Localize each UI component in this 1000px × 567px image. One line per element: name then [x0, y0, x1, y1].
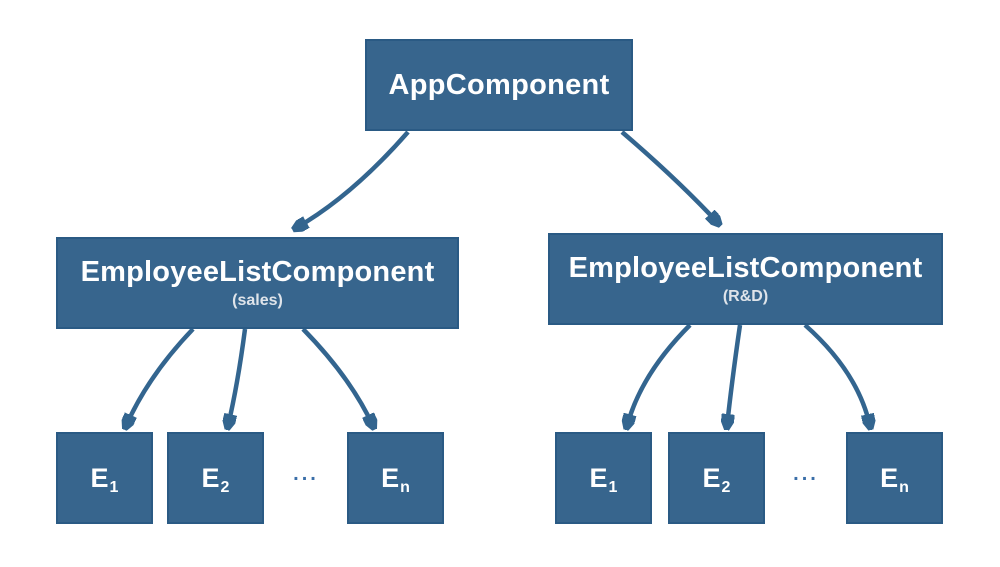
- arrow-sales-to-e2: [228, 328, 248, 426]
- employee-list-rd-label: EmployeeListComponent: [568, 251, 923, 284]
- employee-list-sales-node: EmployeeListComponent (sales): [56, 237, 459, 329]
- arrow-sales-to-en: [301, 327, 373, 426]
- rd-employee-e2-label: E2: [702, 462, 731, 496]
- rd-employee-en-label: En: [880, 462, 909, 496]
- employee-list-sales-label: EmployeeListComponent: [80, 255, 435, 288]
- sales-employee-en-node: En: [347, 432, 444, 524]
- app-component-node: AppComponent: [365, 39, 633, 131]
- arrow-rd-to-e1: [627, 323, 692, 426]
- arrow-app-to-sales-list: [296, 130, 410, 228]
- sales-employee-e2-node: E2: [167, 432, 264, 524]
- employee-list-sales-sublabel: (sales): [232, 291, 283, 309]
- sales-employee-e1-label: E1: [90, 462, 119, 496]
- sales-employee-e2-label: E2: [201, 462, 230, 496]
- employee-list-rd-sublabel: (R&D): [722, 287, 769, 305]
- sales-ellipsis: ...: [293, 463, 319, 485]
- arrow-sales-to-e1: [126, 327, 195, 426]
- rd-employee-e1-label: E1: [589, 462, 618, 496]
- arrow-app-to-rd-list: [620, 130, 718, 223]
- sales-employee-e1-node: E1: [56, 432, 153, 524]
- arrow-rd-to-e2: [727, 324, 743, 426]
- rd-employee-e1-node: E1: [555, 432, 652, 524]
- arrow-rd-to-en: [803, 323, 870, 426]
- app-component-label: AppComponent: [388, 68, 610, 101]
- sales-employee-en-label: En: [381, 462, 410, 496]
- rd-ellipsis: ...: [793, 463, 819, 485]
- rd-employee-en-node: En: [846, 432, 943, 524]
- employee-list-rd-node: EmployeeListComponent (R&D): [548, 233, 943, 325]
- rd-employee-e2-node: E2: [668, 432, 765, 524]
